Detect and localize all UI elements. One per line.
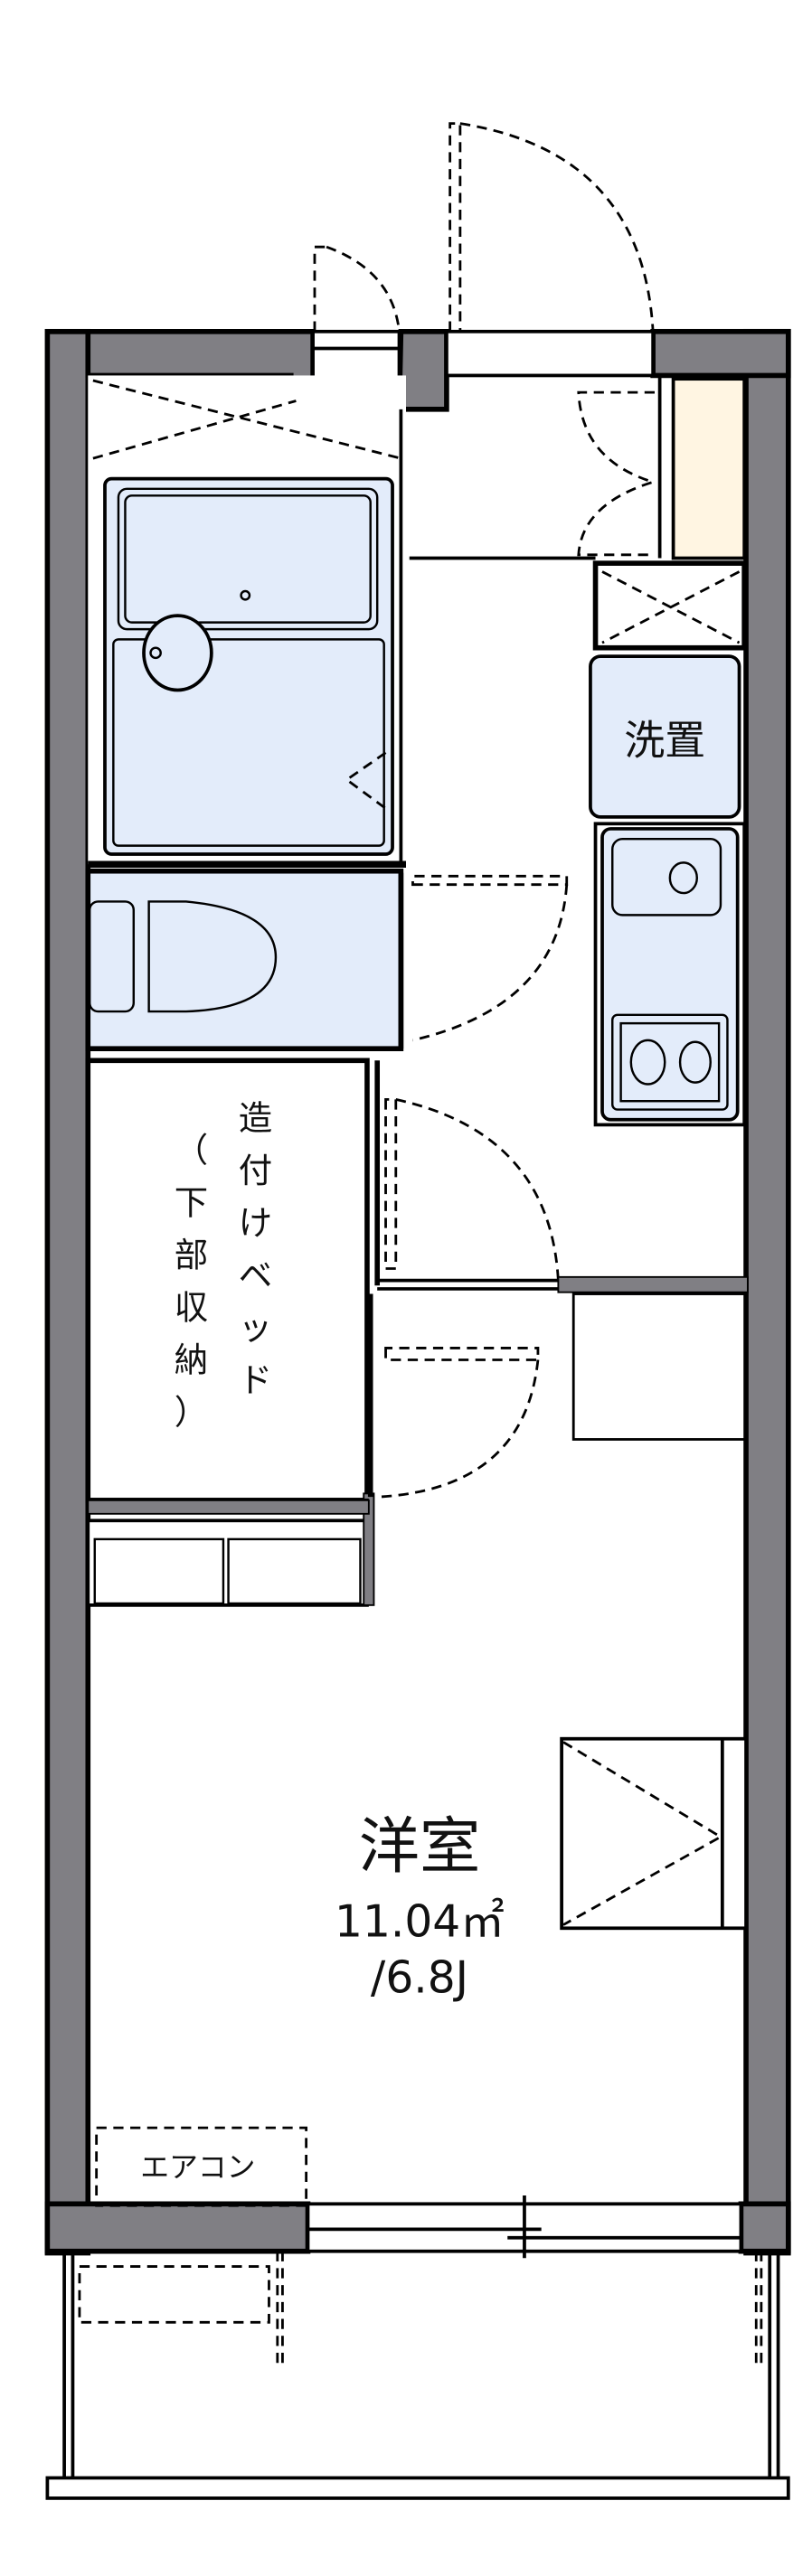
bathroom bbox=[88, 375, 407, 868]
built-in-bed-sublabel: （ 下 部 収 納 ） bbox=[175, 1131, 219, 1433]
built-in-bed-label: 造 付 け ベ ッ ド bbox=[239, 1098, 283, 1400]
room-tatami: /6.8J bbox=[371, 1952, 468, 2003]
shoe-closet bbox=[671, 377, 747, 560]
aircon-label: エアコン bbox=[140, 2150, 255, 2184]
room-name: 洋室 bbox=[359, 1810, 481, 1882]
outdoor-unit bbox=[78, 2265, 270, 2324]
room-door[interactable] bbox=[87, 1293, 540, 1515]
western-room: 洋室 11.04㎡ /6.8J エアコン bbox=[95, 1736, 748, 2207]
built-in-bed: 造 付 け ベ ッ ド （ 下 部 収 納 ） bbox=[85, 1058, 375, 1607]
balcony-window[interactable] bbox=[306, 2195, 743, 2259]
washer-label: 洗置 bbox=[624, 717, 705, 765]
balcony bbox=[45, 2251, 790, 2500]
room-area: 11.04㎡ bbox=[335, 1897, 505, 1948]
entrance-door[interactable] bbox=[445, 122, 656, 378]
corridor: 洗置 bbox=[374, 375, 749, 1441]
outer-walls bbox=[44, 328, 791, 2256]
aircon-box bbox=[95, 2126, 308, 2207]
kitchen-counter bbox=[593, 822, 747, 1127]
toilet-room bbox=[85, 868, 404, 1052]
